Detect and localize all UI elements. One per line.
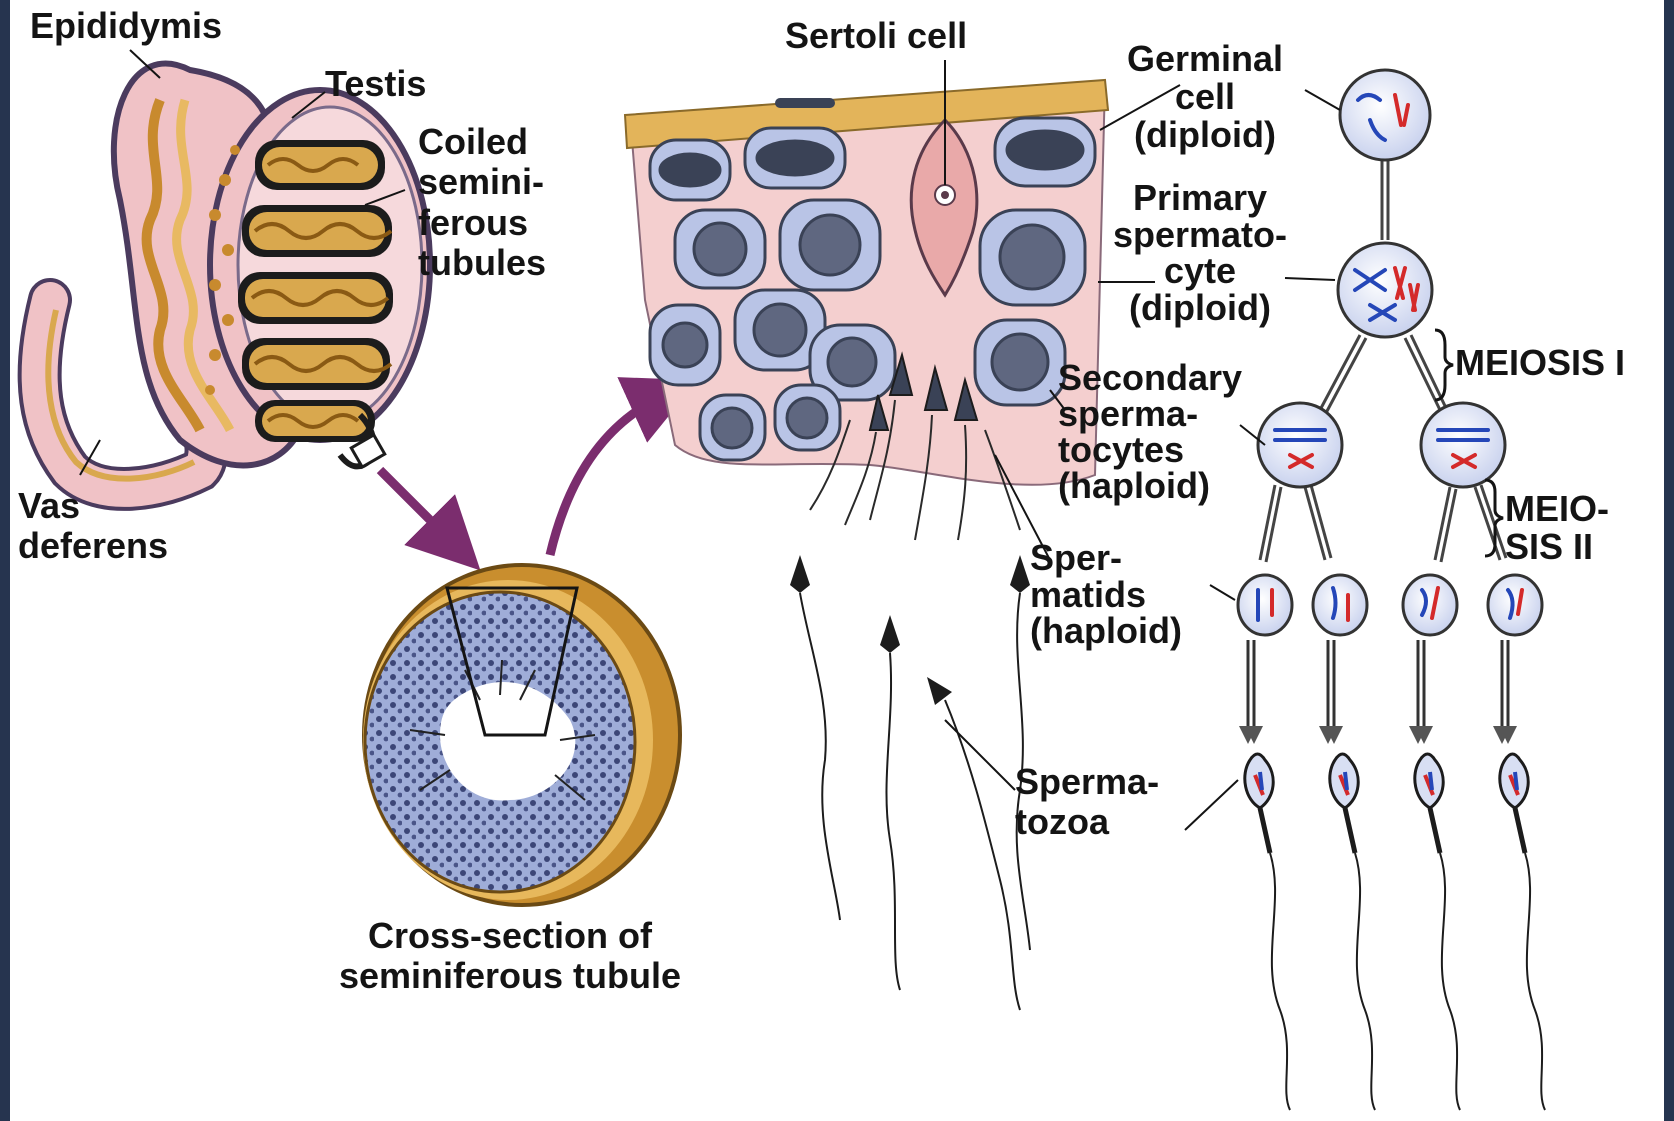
spermatid-4	[1488, 575, 1542, 635]
label-secondary-spermatocytes: Secondary sperma- tocytes (haploid)	[1058, 360, 1242, 504]
spermatid-1	[1238, 575, 1292, 635]
label-primary-spermatocyte: Primary spermato- cyte (diploid)	[1090, 180, 1310, 327]
spermatid-3	[1403, 575, 1457, 635]
magnify-arrows	[380, 395, 665, 555]
label-sertoli-cell: Sertoli cell	[785, 18, 967, 54]
label-spermatozoa: Sperma- tozoa	[1015, 762, 1159, 841]
label-germinal-cell: Germinal cell (diploid)	[1100, 40, 1310, 153]
label-cross-section: Cross-section of seminiferous tubule	[290, 916, 730, 997]
label-meiosis-1: MEIOSIS I	[1455, 345, 1625, 381]
spermatid-2	[1313, 575, 1367, 635]
label-testis: Testis	[325, 66, 426, 102]
label-coiled-tubules: Coiled semini- ferous tubules	[418, 122, 546, 283]
label-meiosis-2: MEIO- SIS II	[1505, 490, 1609, 566]
cross-section-illustration	[363, 565, 680, 905]
germinal-cell	[1340, 70, 1430, 160]
label-epididymis: Epididymis	[30, 8, 222, 44]
secondary-spermatocyte-cell-2	[1421, 403, 1505, 487]
label-spermatids: Sper- matids (haploid)	[1030, 540, 1182, 650]
diagram-artwork	[10, 0, 1664, 1121]
diagram-canvas: Epididymis Testis Coiled semini- ferous …	[10, 0, 1664, 1121]
secondary-spermatocyte-cell-1	[1258, 403, 1342, 487]
testis-illustration	[40, 64, 430, 489]
label-vas-deferens: Vas deferens	[18, 486, 168, 567]
